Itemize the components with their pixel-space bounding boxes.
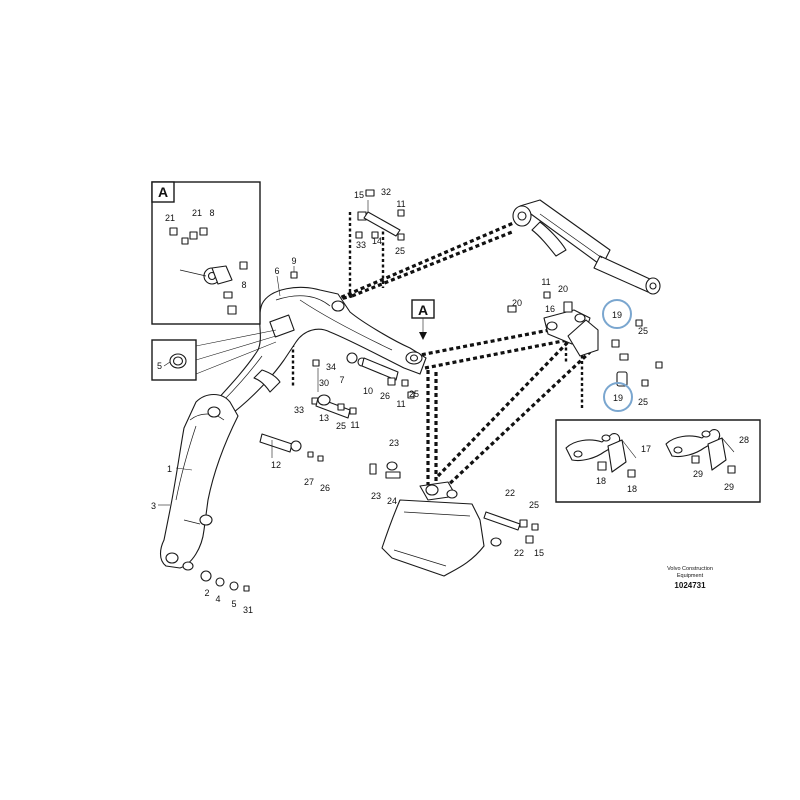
caption-line-1: Volvo Construction bbox=[667, 566, 713, 572]
callout-11a: 11 bbox=[396, 199, 405, 209]
callout-25e: 25 bbox=[638, 326, 648, 336]
callout-13: 13 bbox=[319, 413, 329, 423]
bucket bbox=[381, 481, 485, 577]
assembly-guides bbox=[202, 212, 592, 490]
callout-8b: 8 bbox=[241, 280, 246, 290]
callout-6: 6 bbox=[274, 266, 279, 276]
callout-28: 28 bbox=[739, 435, 749, 445]
callout-11b: 11 bbox=[396, 399, 405, 409]
callout-30: 30 bbox=[319, 378, 329, 388]
callout-32: 32 bbox=[381, 187, 391, 197]
callout-18a: 18 bbox=[596, 476, 606, 486]
callout-18b: 18 bbox=[627, 484, 637, 494]
callout-1: 1 bbox=[167, 464, 172, 474]
callout-17: 17 bbox=[641, 444, 651, 454]
callout-4: 4 bbox=[215, 594, 220, 604]
callout-12: 12 bbox=[271, 460, 281, 470]
detail-inset-5 bbox=[151, 329, 277, 381]
callout-29a: 29 bbox=[693, 469, 703, 479]
detail-tag-letter: A bbox=[418, 302, 428, 318]
callout-11d: 11 bbox=[541, 277, 550, 287]
callout-21b: 21 bbox=[192, 208, 202, 218]
boom bbox=[205, 286, 427, 425]
callout-16: 16 bbox=[545, 304, 555, 314]
callout-19a: 19 bbox=[612, 310, 622, 320]
callout-10: 10 bbox=[363, 386, 373, 396]
highlight-rings bbox=[602, 299, 633, 412]
callout-34: 34 bbox=[326, 362, 336, 372]
cylinder bbox=[512, 199, 661, 295]
leader-lines bbox=[158, 200, 369, 506]
callout-15a: 15 bbox=[354, 190, 364, 200]
caption-number: 1024731 bbox=[674, 581, 706, 590]
callout-2: 2 bbox=[204, 588, 209, 598]
detail-inset-title: A bbox=[158, 184, 168, 200]
callout-labels: 1 2 3 4 5 5 6 7 8 8 9 10 11 11 11 11 12 … bbox=[151, 187, 749, 615]
callout-23a: 23 bbox=[389, 438, 399, 448]
callout-33a: 33 bbox=[356, 240, 366, 250]
detail-inset-a: A bbox=[151, 181, 261, 325]
callout-29b: 29 bbox=[724, 482, 734, 492]
callout-5-box: 5 bbox=[157, 361, 162, 371]
link-assembly bbox=[507, 291, 663, 387]
callout-15b: 15 bbox=[534, 548, 544, 558]
callout-31: 31 bbox=[243, 605, 253, 615]
hardware bbox=[200, 189, 539, 592]
callout-3: 3 bbox=[151, 501, 156, 511]
arm bbox=[159, 393, 239, 571]
callout-20b: 20 bbox=[558, 284, 568, 294]
drawing-caption: Volvo Construction Equipment 1024731 bbox=[667, 566, 713, 590]
callout-26b: 26 bbox=[320, 483, 330, 493]
callout-8a: 8 bbox=[209, 208, 214, 218]
detail-inset-links bbox=[555, 419, 761, 503]
callout-25b: 25 bbox=[409, 389, 419, 399]
callout-9: 9 bbox=[291, 256, 296, 266]
detail-reference-tag: A bbox=[411, 299, 435, 340]
callout-19b: 19 bbox=[613, 393, 623, 403]
callout-22a: 22 bbox=[505, 488, 515, 498]
callout-7: 7 bbox=[339, 375, 344, 385]
callout-23b: 23 bbox=[371, 491, 381, 501]
callout-20a: 20 bbox=[512, 298, 522, 308]
callout-14: 14 bbox=[372, 236, 382, 246]
callout-25f: 25 bbox=[638, 397, 648, 407]
callout-27: 27 bbox=[304, 477, 314, 487]
highlight-ring-19-bottom bbox=[603, 382, 633, 412]
callout-25d: 25 bbox=[529, 500, 539, 510]
callout-25a: 25 bbox=[395, 246, 405, 256]
callout-11c: 11 bbox=[350, 420, 359, 430]
callout-33b: 33 bbox=[294, 405, 304, 415]
callout-21a: 21 bbox=[165, 213, 175, 223]
caption-line-2: Equipment bbox=[677, 573, 704, 579]
callout-5-main: 5 bbox=[231, 599, 236, 609]
callout-26a: 26 bbox=[380, 391, 390, 401]
highlight-ring-19-top bbox=[602, 299, 632, 329]
callout-22b: 22 bbox=[514, 548, 524, 558]
callout-25c: 25 bbox=[336, 421, 346, 431]
callout-24: 24 bbox=[387, 496, 397, 506]
